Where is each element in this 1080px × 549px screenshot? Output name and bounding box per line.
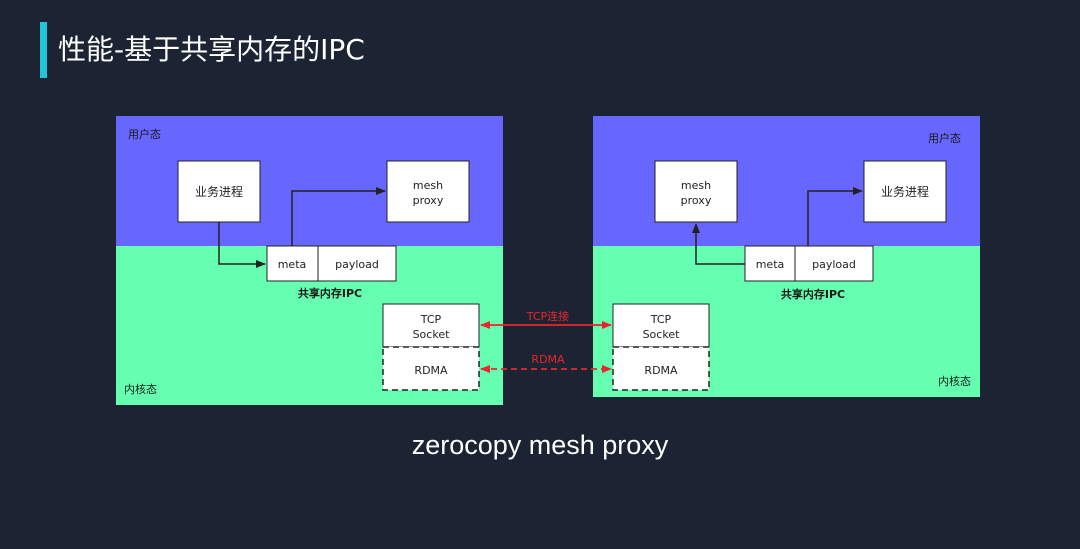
right-tcp-socket-label-line1: TCP — [650, 313, 672, 326]
right-mesh-proxy-label-line2: proxy — [681, 194, 712, 207]
left-tcp-socket-label-line1: TCP — [420, 313, 442, 326]
right-business-process-label: 业务进程 — [881, 184, 929, 199]
right-user-space-label: 用户态 — [928, 131, 961, 145]
right-payload-to-process-arrow — [807, 187, 863, 246]
left-mesh-proxy-box — [386, 160, 470, 223]
left-tcp-socket-label-line2: Socket — [413, 328, 451, 341]
right-rdma-label: RDMA — [644, 364, 678, 377]
left-rdma-box — [382, 346, 480, 391]
right-kernel-space-label: 内核态 — [938, 374, 971, 388]
left-meta-to-proxy-arrow — [291, 187, 386, 246]
rdma-connection-label: RDMA — [531, 353, 565, 366]
right-mesh-proxy-box — [654, 160, 738, 223]
page-title: 性能-基于共享内存的IPC — [58, 33, 365, 66]
host-links: TCP连接 RDMA — [480, 310, 612, 373]
right-rdma-box — [612, 346, 710, 391]
left-rdma-label: RDMA — [414, 364, 448, 377]
left-payload-box — [317, 245, 397, 282]
left-meta-label: meta — [278, 258, 307, 271]
right-tcp-socket-label-line2: Socket — [643, 328, 681, 341]
left-kernel-space-label: 内核态 — [124, 382, 157, 396]
left-shm-ipc-label: 共享内存IPC — [298, 286, 362, 300]
right-tcp-socket-box — [612, 303, 710, 348]
right-host: 用户态 内核态 mesh proxy 业务进程 meta payload 共享内… — [593, 116, 980, 397]
left-host: 用户态 内核态 业务进程 mesh proxy meta payload 共享内… — [116, 116, 503, 405]
right-shm-ipc-label: 共享内存IPC — [781, 287, 845, 301]
right-payload-box — [794, 245, 874, 282]
right-business-process-box — [863, 160, 947, 223]
tcp-connection-label: TCP连接 — [526, 310, 569, 323]
right-meta-box — [744, 245, 796, 282]
left-user-space-label: 用户态 — [128, 127, 161, 141]
left-mesh-proxy-label-line2: proxy — [413, 194, 444, 207]
left-process-to-meta-arrow — [218, 222, 266, 268]
right-meta-label: meta — [756, 258, 785, 271]
left-business-process-label: 业务进程 — [195, 184, 243, 199]
right-mesh-proxy-label-line1: mesh — [681, 179, 711, 192]
diagram-caption: zerocopy mesh proxy — [411, 430, 669, 460]
left-tcp-socket-box — [382, 303, 480, 348]
left-mesh-proxy-label-line1: mesh — [413, 179, 443, 192]
right-meta-to-proxy-arrow — [692, 223, 745, 265]
right-payload-label: payload — [812, 258, 856, 271]
title-accent-bar — [40, 22, 47, 78]
left-payload-label: payload — [335, 258, 379, 271]
